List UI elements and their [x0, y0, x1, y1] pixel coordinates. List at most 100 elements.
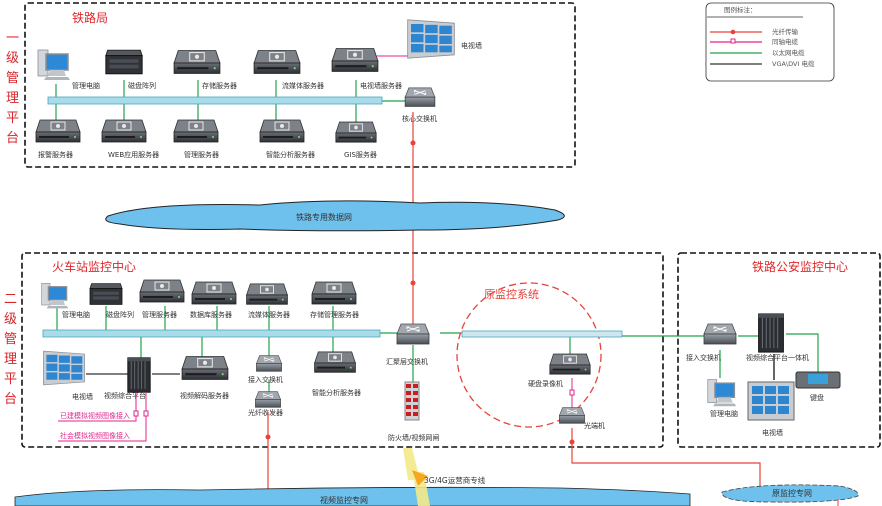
dvr-icon: [549, 353, 591, 375]
fiber-connector-icon: [265, 434, 271, 440]
device-label: 光纤收发器: [248, 408, 283, 417]
device-label: 管理服务器: [184, 150, 219, 159]
level1-label: 一 级 管 理 平 台: [6, 31, 19, 146]
fiber-connector-icon: [569, 439, 575, 445]
device-label: 流媒体服务器: [282, 81, 324, 90]
device-label: 磁盘阵列: [106, 310, 134, 319]
decode-server-icon: [181, 355, 229, 380]
bureau-pc-icon: [37, 49, 71, 81]
level2-char: 管: [4, 332, 17, 347]
legend-label: 以太网电缆: [772, 48, 805, 57]
device-label: WEB应用服务器: [108, 150, 159, 159]
bureau-alarm-server-icon: [35, 119, 81, 143]
analog-input-links: [58, 392, 147, 442]
bureau-video-wall-icon: [407, 19, 455, 59]
device-label: 智能分析服务器: [266, 150, 315, 159]
legacy-title: 原监控系统: [484, 287, 539, 301]
coax-connector-icon: [730, 38, 736, 44]
device-label: 硬盘录像机: [528, 379, 563, 388]
bureau-mgmt-server-icon: [173, 119, 219, 143]
fiber-connector-icon: [730, 29, 736, 35]
bureau-media-server-icon: [253, 49, 301, 74]
carrier-line-label: 3G/4G运营商专线: [424, 475, 486, 485]
police-platform-icon: [758, 313, 784, 353]
station-boundary: [21, 252, 664, 448]
legacy-system-boundary: [456, 282, 602, 428]
police-pc-icon: [707, 378, 737, 407]
level2-label: 二 级 管 理 平 台: [4, 292, 17, 407]
video-network-cloud: [14, 486, 691, 506]
firewall-icon: [404, 381, 420, 421]
device-label: 光端机: [584, 421, 605, 430]
social-input-label: 社会模拟视频图像接入: [60, 431, 130, 440]
device-label: 流媒体服务器: [248, 310, 290, 319]
bureau-bus: [47, 96, 383, 105]
legacy-network-cloud: [721, 484, 859, 503]
device-label: 核心交换机: [402, 114, 437, 123]
level2-char: 二: [4, 292, 17, 307]
optical-transceiver-icon: [558, 407, 586, 424]
fiber-connector-icon: [410, 140, 416, 146]
device-label: 管理服务器: [142, 310, 177, 319]
device-label: 管理电脑: [62, 310, 90, 319]
station-video-wall-icon: [43, 350, 85, 386]
level2-char: 平: [4, 372, 17, 387]
level1-char: 一: [6, 31, 19, 46]
legend-label: VGA\DVI 电缆: [772, 59, 815, 68]
device-label: 磁盘阵列: [128, 81, 156, 90]
device-label: 管理电脑: [710, 409, 738, 418]
coax-connector-icon: [133, 410, 139, 417]
level2-char: 级: [4, 312, 17, 327]
device-label: 键盘: [810, 393, 824, 402]
device-label: GIS服务器: [344, 150, 377, 159]
station-access-switch-icon: [256, 355, 282, 372]
bureau-disk-array-icon: [105, 49, 143, 75]
device-label: 数据库服务器: [190, 310, 232, 319]
device-label: 汇聚层交换机: [386, 357, 428, 366]
coax-connector-icon: [143, 410, 149, 417]
device-label: 视频综合平台一体机: [746, 353, 809, 362]
bureau-smart-server-icon: [259, 119, 305, 143]
station-mgmt-server-icon: [139, 279, 185, 303]
device-label: 电视墙: [461, 41, 482, 50]
wireless-link-icon: [403, 448, 430, 506]
device-label: 存储管理服务器: [310, 310, 359, 319]
level1-char: 管: [6, 71, 19, 86]
level1-char: 级: [6, 51, 19, 66]
station-disk-array-icon: [89, 283, 123, 305]
device-label: 防火墙/视频网闸: [388, 433, 439, 442]
bureau-web-server-icon: [101, 119, 147, 143]
station-pc-icon: [41, 282, 69, 309]
core-switch-icon: [404, 87, 436, 107]
level2-char: 台: [4, 392, 17, 407]
level1-char: 平: [6, 111, 19, 126]
ethernet-link: [786, 333, 819, 372]
station-db-server-icon: [191, 281, 237, 305]
device-label: 电视墙: [72, 392, 93, 401]
level2-char: 理: [4, 352, 17, 367]
coax-connector-icon: [569, 389, 575, 396]
station-smart-server-icon: [314, 351, 356, 373]
level1-char: 理: [6, 91, 19, 106]
police-boundary: [677, 252, 881, 448]
video-network-label: 视频监控专网: [320, 495, 368, 505]
device-label: 接入交换机: [248, 375, 283, 384]
legacy-fiber-link: [571, 428, 761, 490]
bureau-boundary: [24, 2, 576, 168]
bureau-title: 铁路局: [72, 10, 108, 25]
station-ethernet-links: [56, 306, 706, 396]
legacy-network-label: 原监控专网: [772, 488, 812, 498]
level1-char: 台: [6, 131, 19, 146]
device-label: 智能分析服务器: [312, 388, 361, 397]
legend-title: 图例标注：: [724, 5, 757, 14]
legend-label: 光纤传输: [772, 27, 799, 36]
fiber-connector-icon: [410, 280, 416, 286]
device-label: 视频解码服务器: [180, 391, 229, 400]
station-media-server-icon: [246, 283, 288, 305]
police-title: 铁路公安监控中心: [752, 259, 848, 274]
keyboard-icon: [795, 371, 841, 389]
legend: 图例标注： 光纤传输 同轴电缆 以太网电缆 VGA\DVI 电缆: [705, 2, 835, 82]
analog-input-label: 已建模拟视频图像接入: [60, 411, 130, 420]
railway-network-label: 铁路专用数据网: [296, 212, 352, 222]
